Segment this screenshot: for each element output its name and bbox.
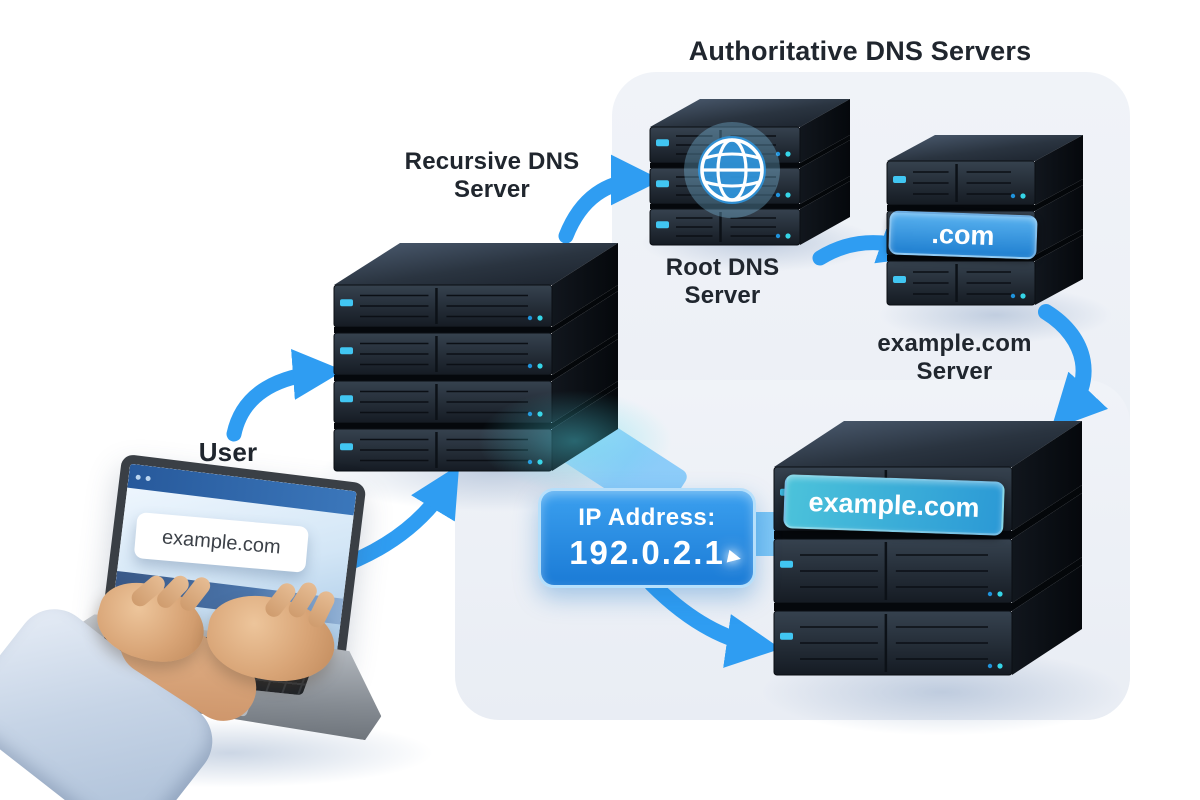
arrow-ip-to-auth bbox=[644, 576, 781, 668]
recursive-server-label: Recursive DNS Server bbox=[404, 148, 580, 203]
ip-address-label: IP Address: bbox=[578, 504, 716, 531]
root-server-label: Root DNS Server bbox=[665, 254, 780, 309]
auth-server-illustration bbox=[772, 418, 1084, 687]
ip-address-badge: IP Address: 192.0.2.1 ▶ bbox=[538, 488, 756, 588]
recursive-server-illustration bbox=[332, 240, 620, 481]
user-laptop: example.com bbox=[0, 450, 395, 800]
server-glow bbox=[470, 386, 680, 496]
sparkle-icon: ▶ bbox=[726, 545, 743, 568]
authoritative-dns-server: example.com bbox=[772, 418, 1084, 687]
window-dot-icon bbox=[135, 474, 142, 480]
arrow-recursive-to-root bbox=[558, 154, 662, 244]
tld-dns-server: .com bbox=[885, 132, 1085, 315]
auth-server-badge: example.com bbox=[783, 474, 1005, 536]
address-bar: example.com bbox=[133, 512, 310, 573]
arrow-user-to-recursive bbox=[226, 349, 344, 442]
ip-address-value: 192.0.2.1 bbox=[569, 534, 725, 571]
auth-server-label: example.com Server bbox=[877, 330, 1032, 385]
root-dns-server bbox=[648, 96, 852, 254]
browser-titlebar bbox=[127, 463, 357, 516]
window-dot-icon bbox=[145, 475, 151, 481]
arrow-tld-to-auth bbox=[1038, 304, 1109, 430]
tld-badge: .com bbox=[888, 210, 1038, 260]
tld-server-illustration bbox=[885, 132, 1085, 315]
globe-icon bbox=[680, 118, 784, 222]
diagram-title: Authoritative DNS Servers bbox=[688, 36, 1032, 66]
recursive-dns-server bbox=[332, 240, 620, 481]
user-label: User bbox=[198, 437, 258, 467]
